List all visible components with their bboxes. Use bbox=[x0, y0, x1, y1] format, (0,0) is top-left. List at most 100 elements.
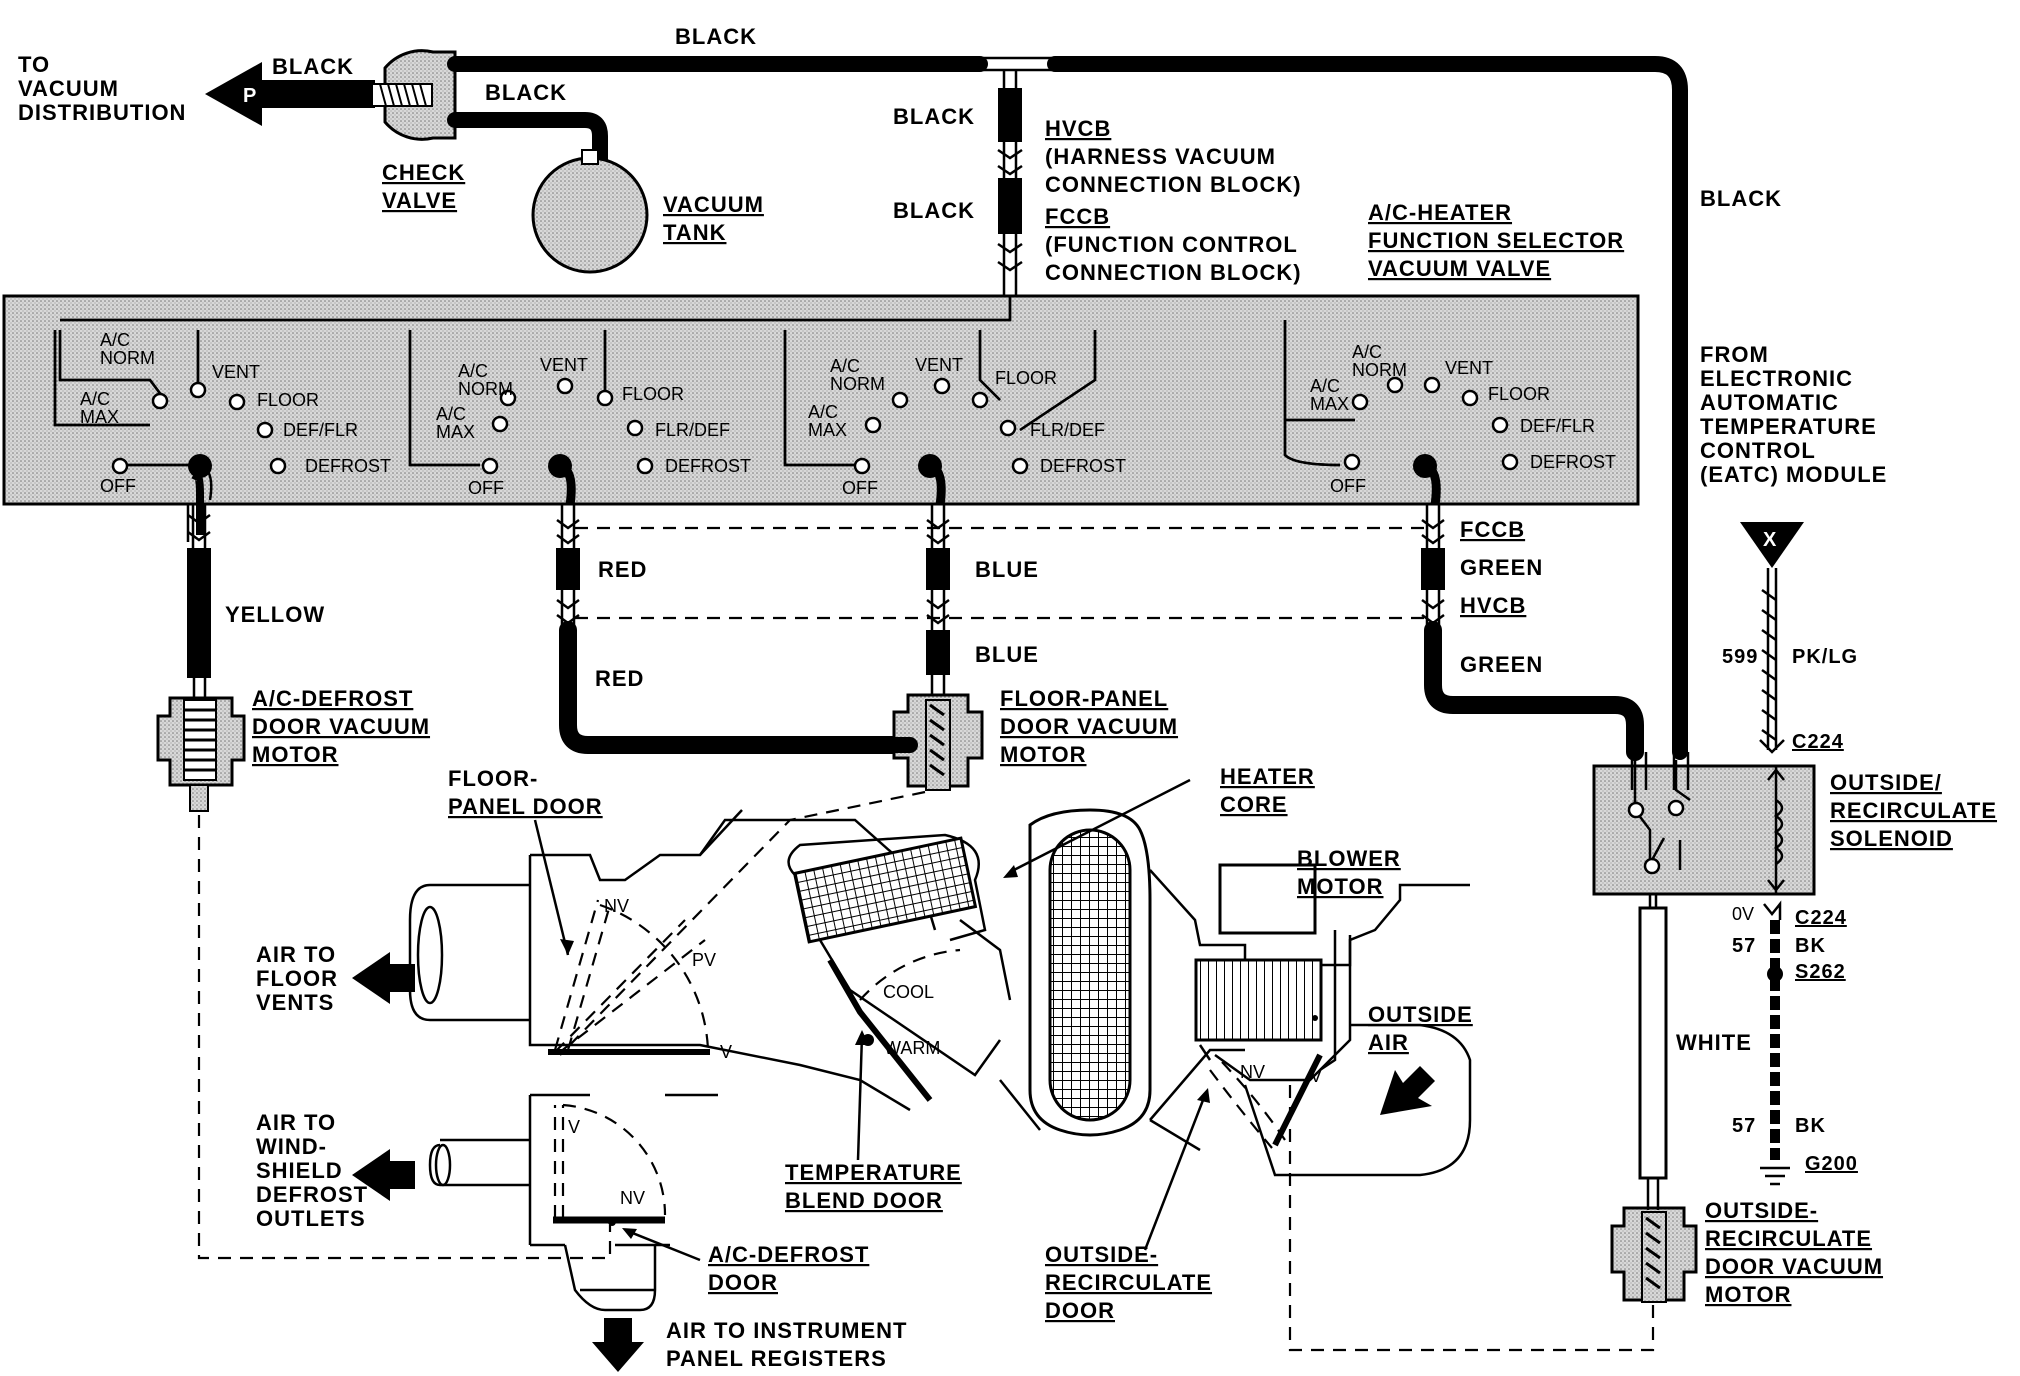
eatc-label-3: AUTOMATIC bbox=[1700, 390, 1839, 415]
black-label-top: BLACK bbox=[675, 24, 757, 49]
eatc-connector-x: X bbox=[1740, 522, 1804, 568]
s4-ac-max-2: MAX bbox=[1310, 394, 1349, 414]
yellow-label: YELLOW bbox=[225, 602, 325, 627]
zero-v: 0V bbox=[1732, 904, 1754, 924]
hvcb-label-2: (HARNESS VACUUM bbox=[1045, 144, 1276, 169]
black-label-3: BLACK bbox=[893, 104, 975, 129]
s4-ac-norm-1: A/C bbox=[1352, 342, 1382, 362]
s1-ac-max-1: A/C bbox=[80, 389, 110, 409]
air-ip-label-2: PANEL REGISTERS bbox=[666, 1346, 887, 1371]
red-label-2: RED bbox=[595, 666, 644, 691]
check-valve-label-1: CHECK bbox=[382, 160, 465, 185]
ac-defrost-door-vacuum-motor bbox=[156, 696, 246, 812]
s3-ac-max-1: A/C bbox=[808, 402, 838, 422]
outside-air-label-2: AIR bbox=[1368, 1030, 1409, 1055]
eatc-label-4: TEMPERATURE bbox=[1700, 414, 1877, 439]
hvcb-label-3: CONNECTION BLOCK) bbox=[1045, 172, 1302, 197]
s4-ac-max-1: A/C bbox=[1310, 376, 1340, 396]
blower-label-2: MOTOR bbox=[1297, 874, 1383, 899]
s4-off: OFF bbox=[1330, 476, 1366, 496]
s1-off: OFF bbox=[100, 476, 136, 496]
floor-panel-door-vacuum-motor bbox=[887, 693, 984, 791]
eatc-label-1: FROM bbox=[1700, 342, 1769, 367]
hvcb-label-1: HVCB bbox=[1045, 116, 1111, 141]
air-to-windshield-arrow bbox=[352, 1149, 415, 1201]
or-door-label-3: DOOR bbox=[1045, 1298, 1115, 1323]
outside-recirc-motor-label-2: RECIRCULATE bbox=[1705, 1226, 1872, 1251]
red-label-1: RED bbox=[598, 557, 647, 582]
s3-ac-norm-1: A/C bbox=[830, 356, 860, 376]
hvcb-lower-label: HVCB bbox=[1460, 593, 1526, 618]
ac-defrost-linkage bbox=[197, 815, 612, 1260]
valve-section-3: A/C NORM A/C MAX VENT FLOOR FLR/DEF DEFR… bbox=[783, 330, 1126, 506]
s2-floor: FLOOR bbox=[622, 384, 684, 404]
v-label-1: V bbox=[720, 1042, 732, 1062]
s2-off: OFF bbox=[468, 478, 504, 498]
s3-off: OFF bbox=[842, 478, 878, 498]
splice-label: S262 bbox=[1795, 961, 1846, 983]
s1-floor: FLOOR bbox=[257, 390, 319, 410]
to-vacuum-label-3: DISTRIBUTION bbox=[18, 100, 186, 125]
outside-recirc-motor-label-4: MOTOR bbox=[1705, 1282, 1791, 1307]
check-valve bbox=[371, 49, 457, 141]
eatc-label-6: (EATC) MODULE bbox=[1700, 462, 1887, 487]
s2-vent: VENT bbox=[540, 355, 588, 375]
floor-panel-door-label-2: PANEL DOOR bbox=[448, 794, 603, 819]
s2-ac-max-1: A/C bbox=[436, 404, 466, 424]
or-door-label-2: RECIRCULATE bbox=[1045, 1270, 1212, 1295]
s3-vent: VENT bbox=[915, 355, 963, 375]
circuit-color: PK/LG bbox=[1792, 646, 1858, 668]
s2-ac-norm-2: NORM bbox=[458, 379, 513, 399]
white-label: WHITE bbox=[1676, 1030, 1752, 1055]
s1-ac-norm-1: A/C bbox=[100, 330, 130, 350]
valve-section-4: A/C NORM A/C MAX VENT FLOOR DEF/FLR DEFR… bbox=[1283, 320, 1616, 506]
s4-defrost: DEFROST bbox=[1530, 452, 1616, 472]
c224-top: C224 bbox=[1792, 731, 1844, 753]
heater-core-label-2: CORE bbox=[1220, 792, 1288, 817]
vacuum-tank bbox=[531, 156, 649, 274]
ac-defrost-motor-label-2: DOOR VACUUM bbox=[252, 714, 430, 739]
s2-defrost: DEFROST bbox=[665, 456, 751, 476]
floor-panel-motor-label-3: MOTOR bbox=[1000, 742, 1086, 767]
connector-letter: X bbox=[1763, 529, 1777, 551]
air-floor-label-1: AIR TO bbox=[256, 942, 336, 967]
s3-ac-max-2: MAX bbox=[808, 420, 847, 440]
fccb-label-3: CONNECTION BLOCK) bbox=[1045, 260, 1302, 285]
warm-label: WARM bbox=[884, 1038, 940, 1058]
black-label-4: BLACK bbox=[893, 198, 975, 223]
air-floor-label-3: VENTS bbox=[256, 990, 334, 1015]
fccb-hose-segment-top bbox=[998, 178, 1022, 234]
outside-recirc-linkage bbox=[1288, 1085, 1655, 1352]
blue-label-1: BLUE bbox=[975, 557, 1039, 582]
vacuum-tank-label-2: TANK bbox=[663, 220, 726, 245]
s1-defrost: DEFROST bbox=[305, 456, 391, 476]
s4-ac-norm-2: NORM bbox=[1352, 360, 1407, 380]
eatc-label-2: ELECTRONIC bbox=[1700, 366, 1853, 391]
s2-flr-def: FLR/DEF bbox=[655, 420, 730, 440]
heater-core-grid bbox=[792, 836, 978, 944]
nv-label-3: NV bbox=[1240, 1062, 1265, 1082]
black-label-right: BLACK bbox=[1700, 186, 1782, 211]
s3-floor: FLOOR bbox=[995, 368, 1057, 388]
wire-57-a: 57 bbox=[1732, 935, 1756, 957]
selector-label-2: FUNCTION SELECTOR bbox=[1368, 228, 1624, 253]
temp-blend-label-2: BLEND DOOR bbox=[785, 1188, 943, 1213]
blue-hose bbox=[926, 505, 950, 695]
solenoid-label-3: SOLENOID bbox=[1830, 826, 1953, 851]
air-ws-label-3: SHIELD bbox=[256, 1158, 343, 1183]
fccb-label-2: (FUNCTION CONTROL bbox=[1045, 232, 1298, 257]
ac-def-door-label-1: A/C-DEFROST bbox=[708, 1242, 869, 1267]
air-floor-label-2: FLOOR bbox=[256, 966, 338, 991]
green-hose bbox=[1421, 505, 1644, 761]
air-to-panel-arrow bbox=[592, 1318, 644, 1372]
black-label-1: BLACK bbox=[272, 54, 354, 79]
black-label-2: BLACK bbox=[485, 80, 567, 105]
ground-label: G200 bbox=[1805, 1153, 1858, 1175]
outside-air-arrow bbox=[1380, 1066, 1435, 1115]
white-hose bbox=[1638, 906, 1668, 1180]
to-vacuum-label-1: TO bbox=[18, 52, 50, 77]
s3-flr-def: FLR/DEF bbox=[1030, 420, 1105, 440]
s2-ac-max-2: MAX bbox=[436, 422, 475, 442]
v-label-3: V bbox=[1310, 1066, 1322, 1086]
solenoid-label-2: RECIRCULATE bbox=[1830, 798, 1997, 823]
